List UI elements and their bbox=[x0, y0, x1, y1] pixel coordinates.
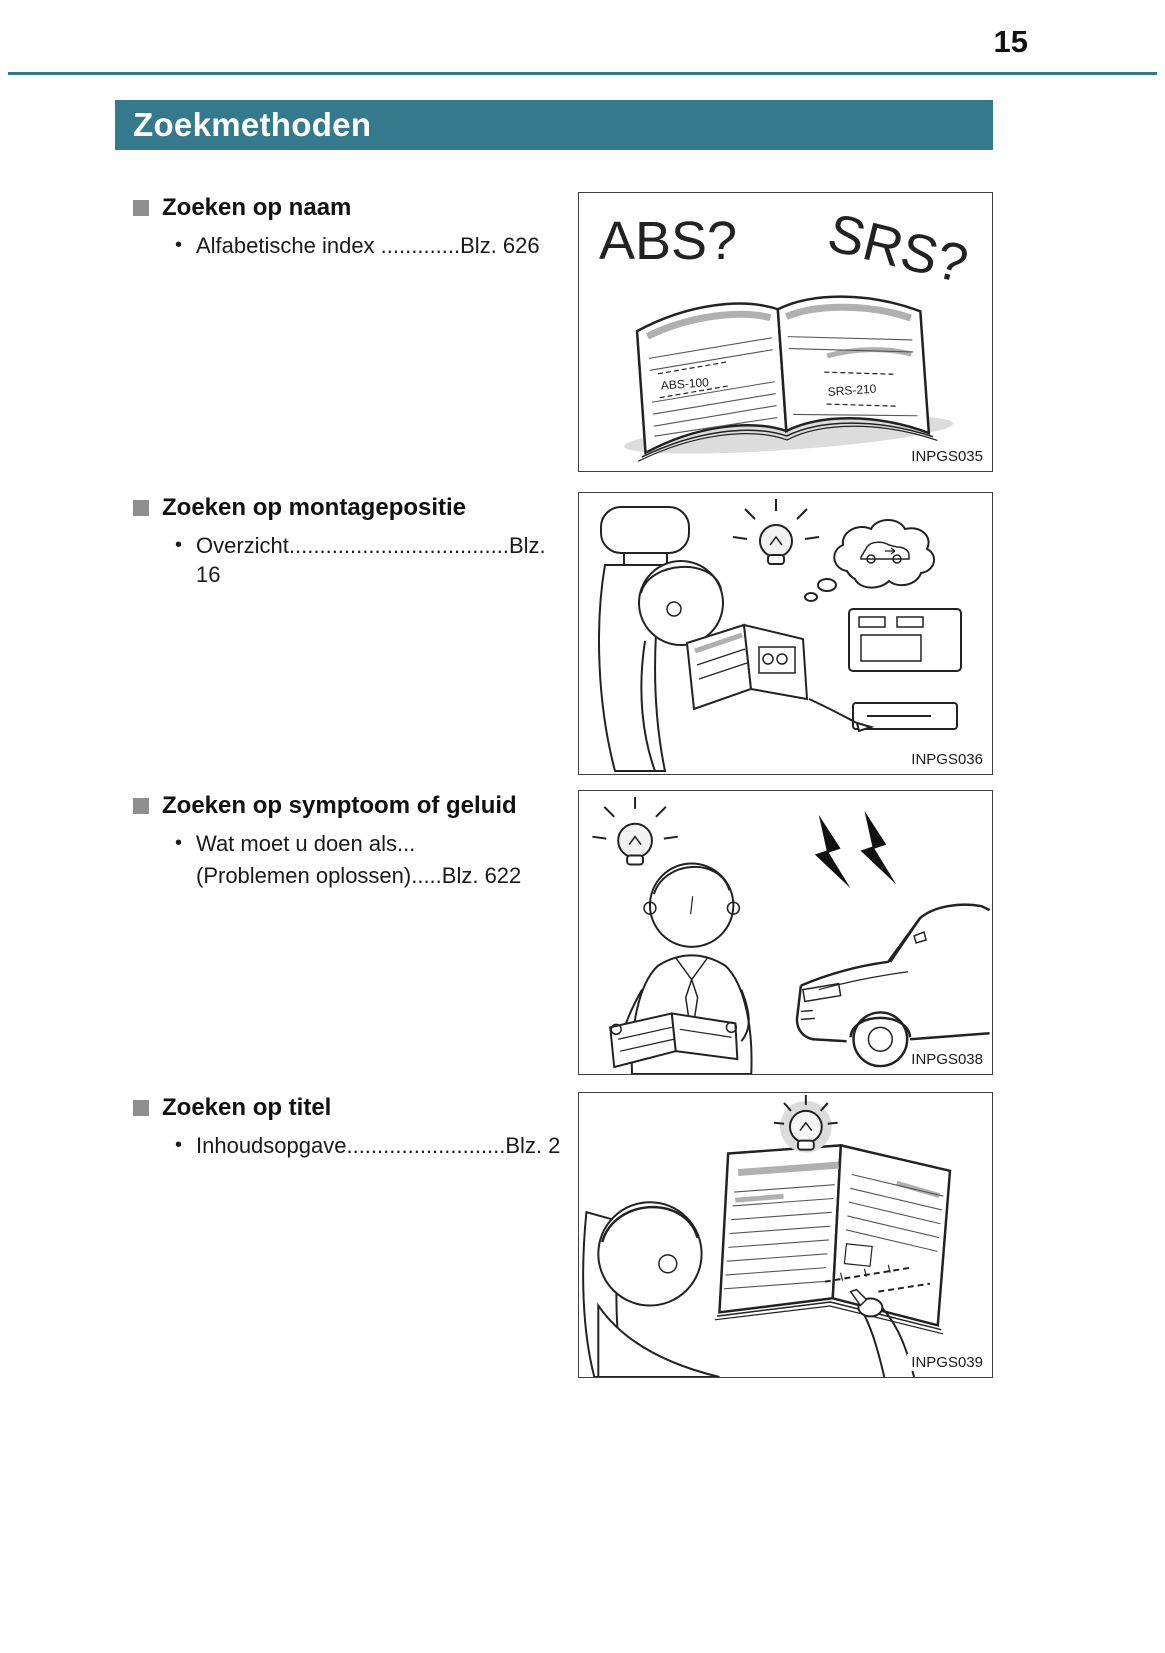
section-title-text: Zoeken op symptoom of geluid bbox=[162, 792, 517, 819]
section-title-text: Zoeken op montagepositie bbox=[162, 494, 467, 521]
noise-zigzag-icon bbox=[814, 810, 897, 889]
square-bullet-icon bbox=[133, 200, 149, 216]
open-book-icon bbox=[609, 1012, 739, 1069]
car-icon bbox=[795, 903, 991, 1068]
chapter-title: Zoekmethoden bbox=[133, 106, 372, 143]
open-book-icon bbox=[714, 1143, 952, 1335]
index-entry: Wat moet u doen als... bbox=[133, 830, 573, 859]
section-title: Zoeken op symptoom of geluid bbox=[133, 792, 573, 820]
section-title-text: Zoeken op naam bbox=[162, 194, 352, 221]
thought-bubble bbox=[804, 519, 936, 602]
section-text: Zoeken op symptoom of geluid Wat moet u … bbox=[133, 792, 573, 890]
lightbulb-icon bbox=[773, 1094, 838, 1153]
open-book-icon bbox=[685, 623, 809, 711]
figure-code: INPGS036 bbox=[907, 751, 983, 768]
figure-inpgs035: ABS? SRS? bbox=[578, 192, 993, 472]
figure-code: INPGS035 bbox=[907, 448, 983, 465]
section-title: Zoeken op montagepositie bbox=[133, 494, 573, 522]
index-entry: Inhoudsopgave..........................B… bbox=[133, 1132, 573, 1161]
index-highlight-srs: SRS-210 bbox=[824, 371, 897, 407]
section-text: Zoeken op titel Inhoudsopgave...........… bbox=[133, 1094, 573, 1161]
index-entry: Alfabetische index .............Blz. 626 bbox=[133, 232, 573, 261]
section-title-text: Zoeken op titel bbox=[162, 1094, 332, 1121]
person-in-car-illustration bbox=[598, 499, 962, 772]
index-entry: Overzicht...............................… bbox=[133, 532, 573, 589]
index-highlight-abs: ABS-100 bbox=[657, 361, 730, 399]
square-bullet-icon bbox=[133, 798, 149, 814]
index-entry-continuation: (Problemen oplossen).....Blz. 622 bbox=[196, 862, 522, 888]
section-title: Zoeken op titel bbox=[133, 1094, 573, 1122]
lightbulb-icon bbox=[592, 796, 678, 866]
open-book-abs-srs-illustration: ABS? SRS? bbox=[599, 202, 973, 462]
figure-code: INPGS038 bbox=[907, 1051, 983, 1068]
svg-text:SRS-210: SRS-210 bbox=[827, 382, 877, 399]
person-reading-contents-illustration bbox=[582, 1094, 952, 1377]
person-noise-car-illustration bbox=[592, 796, 991, 1074]
figure-code: INPGS039 bbox=[907, 1354, 983, 1371]
square-bullet-icon bbox=[133, 1100, 149, 1116]
car-dashboard bbox=[848, 608, 962, 730]
person-icon bbox=[597, 1201, 720, 1377]
page-number: 15 bbox=[993, 24, 1028, 59]
square-bullet-icon bbox=[133, 500, 149, 516]
svg-text:ABS?: ABS? bbox=[599, 211, 737, 271]
lightbulb-icon bbox=[732, 499, 820, 565]
figure-inpgs039: INPGS039 bbox=[578, 1092, 993, 1378]
figure-inpgs036: INPGS036 bbox=[578, 492, 993, 775]
section-text: Zoeken op montagepositie Overzicht......… bbox=[133, 494, 573, 589]
chapter-header-bar: Zoekmethoden bbox=[115, 100, 993, 150]
svg-text:ABS-100: ABS-100 bbox=[660, 375, 709, 392]
figure-inpgs038: INPGS038 bbox=[578, 790, 993, 1075]
section-text: Zoeken op naam Alfabetische index ......… bbox=[133, 194, 573, 261]
open-book-icon: ABS-100 SRS-210 bbox=[624, 295, 954, 462]
abs-srs-question-text: ABS? SRS? bbox=[599, 202, 973, 294]
section-title: Zoeken op naam bbox=[133, 194, 573, 222]
top-rule bbox=[8, 72, 1157, 75]
highlight-dashes bbox=[824, 1264, 931, 1293]
svg-text:SRS?: SRS? bbox=[822, 202, 973, 294]
pointing-hand-icon bbox=[808, 698, 875, 733]
car-icon bbox=[860, 541, 910, 564]
